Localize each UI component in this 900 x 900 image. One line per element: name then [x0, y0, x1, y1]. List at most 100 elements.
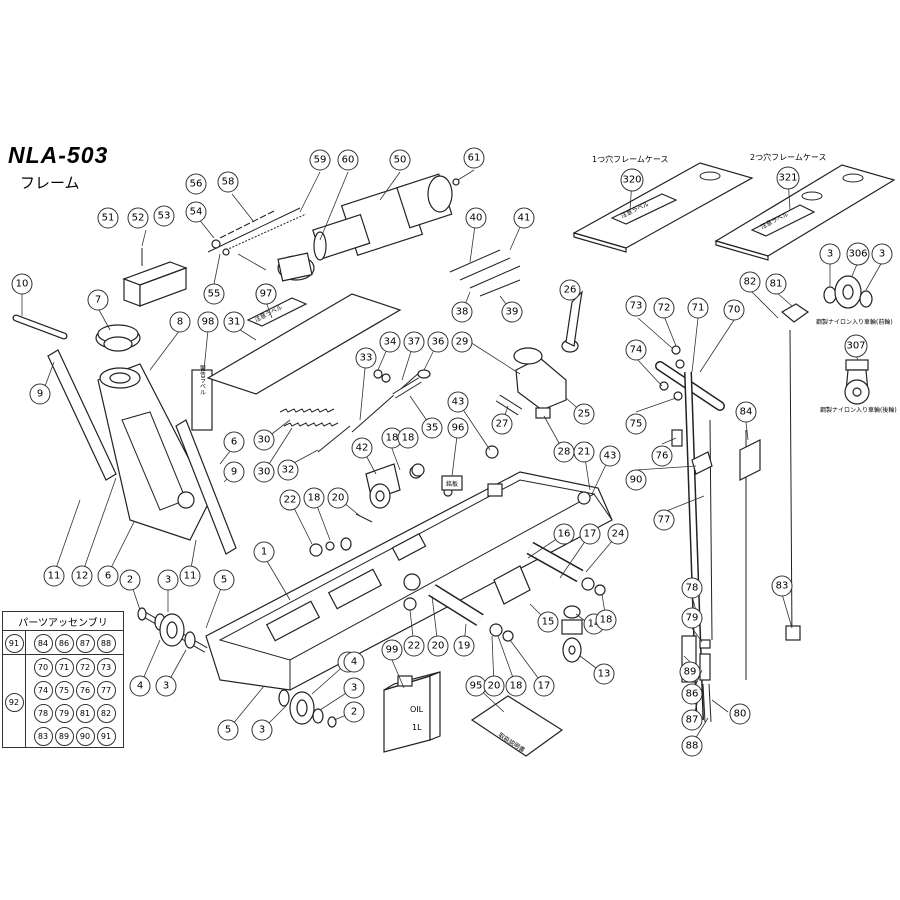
- assembly-part: 87: [75, 634, 95, 653]
- main-chassis: [205, 471, 613, 691]
- caution-plate-31: 注意ラベル: [206, 293, 402, 395]
- callout-11: 11: [179, 565, 201, 587]
- callout-99: 99: [381, 639, 403, 661]
- oil-box: [122, 248, 188, 307]
- callout-43: 43: [599, 445, 621, 467]
- svg-text:95: 95: [470, 681, 483, 692]
- svg-text:72: 72: [658, 303, 671, 314]
- page-subtitle: フレーム: [20, 174, 80, 192]
- callout-37: 37: [403, 331, 425, 353]
- svg-text:7: 7: [95, 295, 101, 306]
- svg-text:9: 9: [37, 389, 43, 400]
- svg-text:20: 20: [488, 681, 501, 692]
- svg-text:59: 59: [314, 155, 327, 166]
- callout-97: 97: [255, 283, 277, 305]
- callout-18: 18: [505, 675, 527, 697]
- callout-306: 306: [846, 242, 870, 266]
- callout-27: 27: [491, 413, 513, 435]
- callout-78: 78: [681, 577, 703, 599]
- svg-text:24: 24: [612, 529, 625, 540]
- callout-20: 20: [327, 487, 349, 509]
- callout-13: 13: [593, 663, 615, 685]
- assembly-part: 86: [54, 634, 74, 653]
- callout-30: 30: [253, 429, 275, 451]
- svg-text:38: 38: [456, 307, 469, 318]
- callout-98: 98: [197, 311, 219, 333]
- assembly-part: 90: [75, 727, 95, 746]
- callout-59: 59: [309, 149, 331, 171]
- callout-24: 24: [607, 523, 629, 545]
- manual: 取扱説明書: [470, 695, 564, 757]
- callout-76: 76: [651, 445, 673, 467]
- callout-75: 75: [625, 413, 647, 435]
- svg-text:87: 87: [686, 715, 699, 726]
- callout-70: 70: [723, 299, 745, 321]
- callout-72: 72: [653, 297, 675, 319]
- callout-20: 20: [483, 675, 505, 697]
- callout-5: 5: [213, 569, 235, 591]
- callout-19: 19: [453, 635, 475, 657]
- svg-text:307: 307: [846, 341, 865, 352]
- callout-4: 4: [129, 675, 151, 697]
- callout-50: 50: [389, 149, 411, 171]
- svg-text:20: 20: [332, 493, 345, 504]
- assembly-part: 77: [96, 681, 116, 700]
- assembly-part: 72: [75, 658, 95, 677]
- svg-text:99: 99: [386, 645, 399, 656]
- svg-text:34: 34: [384, 337, 397, 348]
- callout-18: 18: [595, 609, 617, 631]
- svg-text:3: 3: [827, 249, 833, 260]
- svg-text:89: 89: [684, 667, 697, 678]
- callout-80: 80: [729, 703, 751, 725]
- svg-text:55: 55: [208, 289, 221, 300]
- svg-text:22: 22: [284, 495, 297, 506]
- side-link-right: [175, 419, 237, 555]
- svg-text:76: 76: [656, 451, 669, 462]
- svg-text:58: 58: [222, 177, 235, 188]
- svg-text:11: 11: [184, 571, 197, 582]
- callout-307: 307: [844, 334, 868, 358]
- frame-case-2-label: 2つ穴フレームケース: [750, 152, 826, 162]
- svg-text:42: 42: [356, 443, 369, 454]
- callout-54: 54: [185, 201, 207, 223]
- svg-text:39: 39: [506, 307, 519, 318]
- callout-96: 96: [447, 417, 469, 439]
- svg-text:10: 10: [16, 279, 29, 290]
- svg-text:15: 15: [542, 617, 555, 628]
- svg-text:41: 41: [518, 213, 531, 224]
- svg-text:11: 11: [48, 571, 61, 582]
- svg-text:88: 88: [686, 741, 699, 752]
- svg-text:50: 50: [394, 155, 407, 166]
- svg-text:25: 25: [578, 409, 591, 420]
- svg-text:9: 9: [231, 467, 237, 478]
- rod-10: [12, 314, 68, 340]
- assembly-part: 83: [33, 727, 53, 746]
- callout-90: 90: [625, 469, 647, 491]
- callout-82: 82: [739, 271, 761, 293]
- callout-87: 87: [681, 709, 703, 731]
- svg-text:82: 82: [744, 277, 757, 288]
- svg-text:20: 20: [432, 641, 445, 652]
- callout-86: 86: [681, 683, 703, 705]
- svg-text:320: 320: [622, 175, 641, 186]
- warning-label-text: 警告ラベル: [199, 364, 206, 395]
- callout-29: 29: [451, 331, 473, 353]
- callout-39: 39: [501, 301, 523, 323]
- svg-text:3: 3: [259, 725, 265, 736]
- svg-text:51: 51: [102, 213, 115, 224]
- svg-text:6: 6: [105, 571, 111, 582]
- handle-assembly: [655, 303, 810, 723]
- assembly-id-91: 91: [4, 634, 24, 653]
- svg-text:2: 2: [127, 575, 133, 586]
- svg-text:80: 80: [734, 709, 747, 720]
- frame-case-1-label: 1つ穴フレームケース: [592, 154, 668, 164]
- svg-text:79: 79: [686, 613, 699, 624]
- svg-text:3: 3: [351, 683, 357, 694]
- svg-text:19: 19: [458, 641, 471, 652]
- callout-61: 61: [463, 147, 485, 169]
- callout-88: 88: [681, 735, 703, 757]
- svg-text:26: 26: [564, 285, 577, 296]
- svg-text:61: 61: [468, 153, 481, 164]
